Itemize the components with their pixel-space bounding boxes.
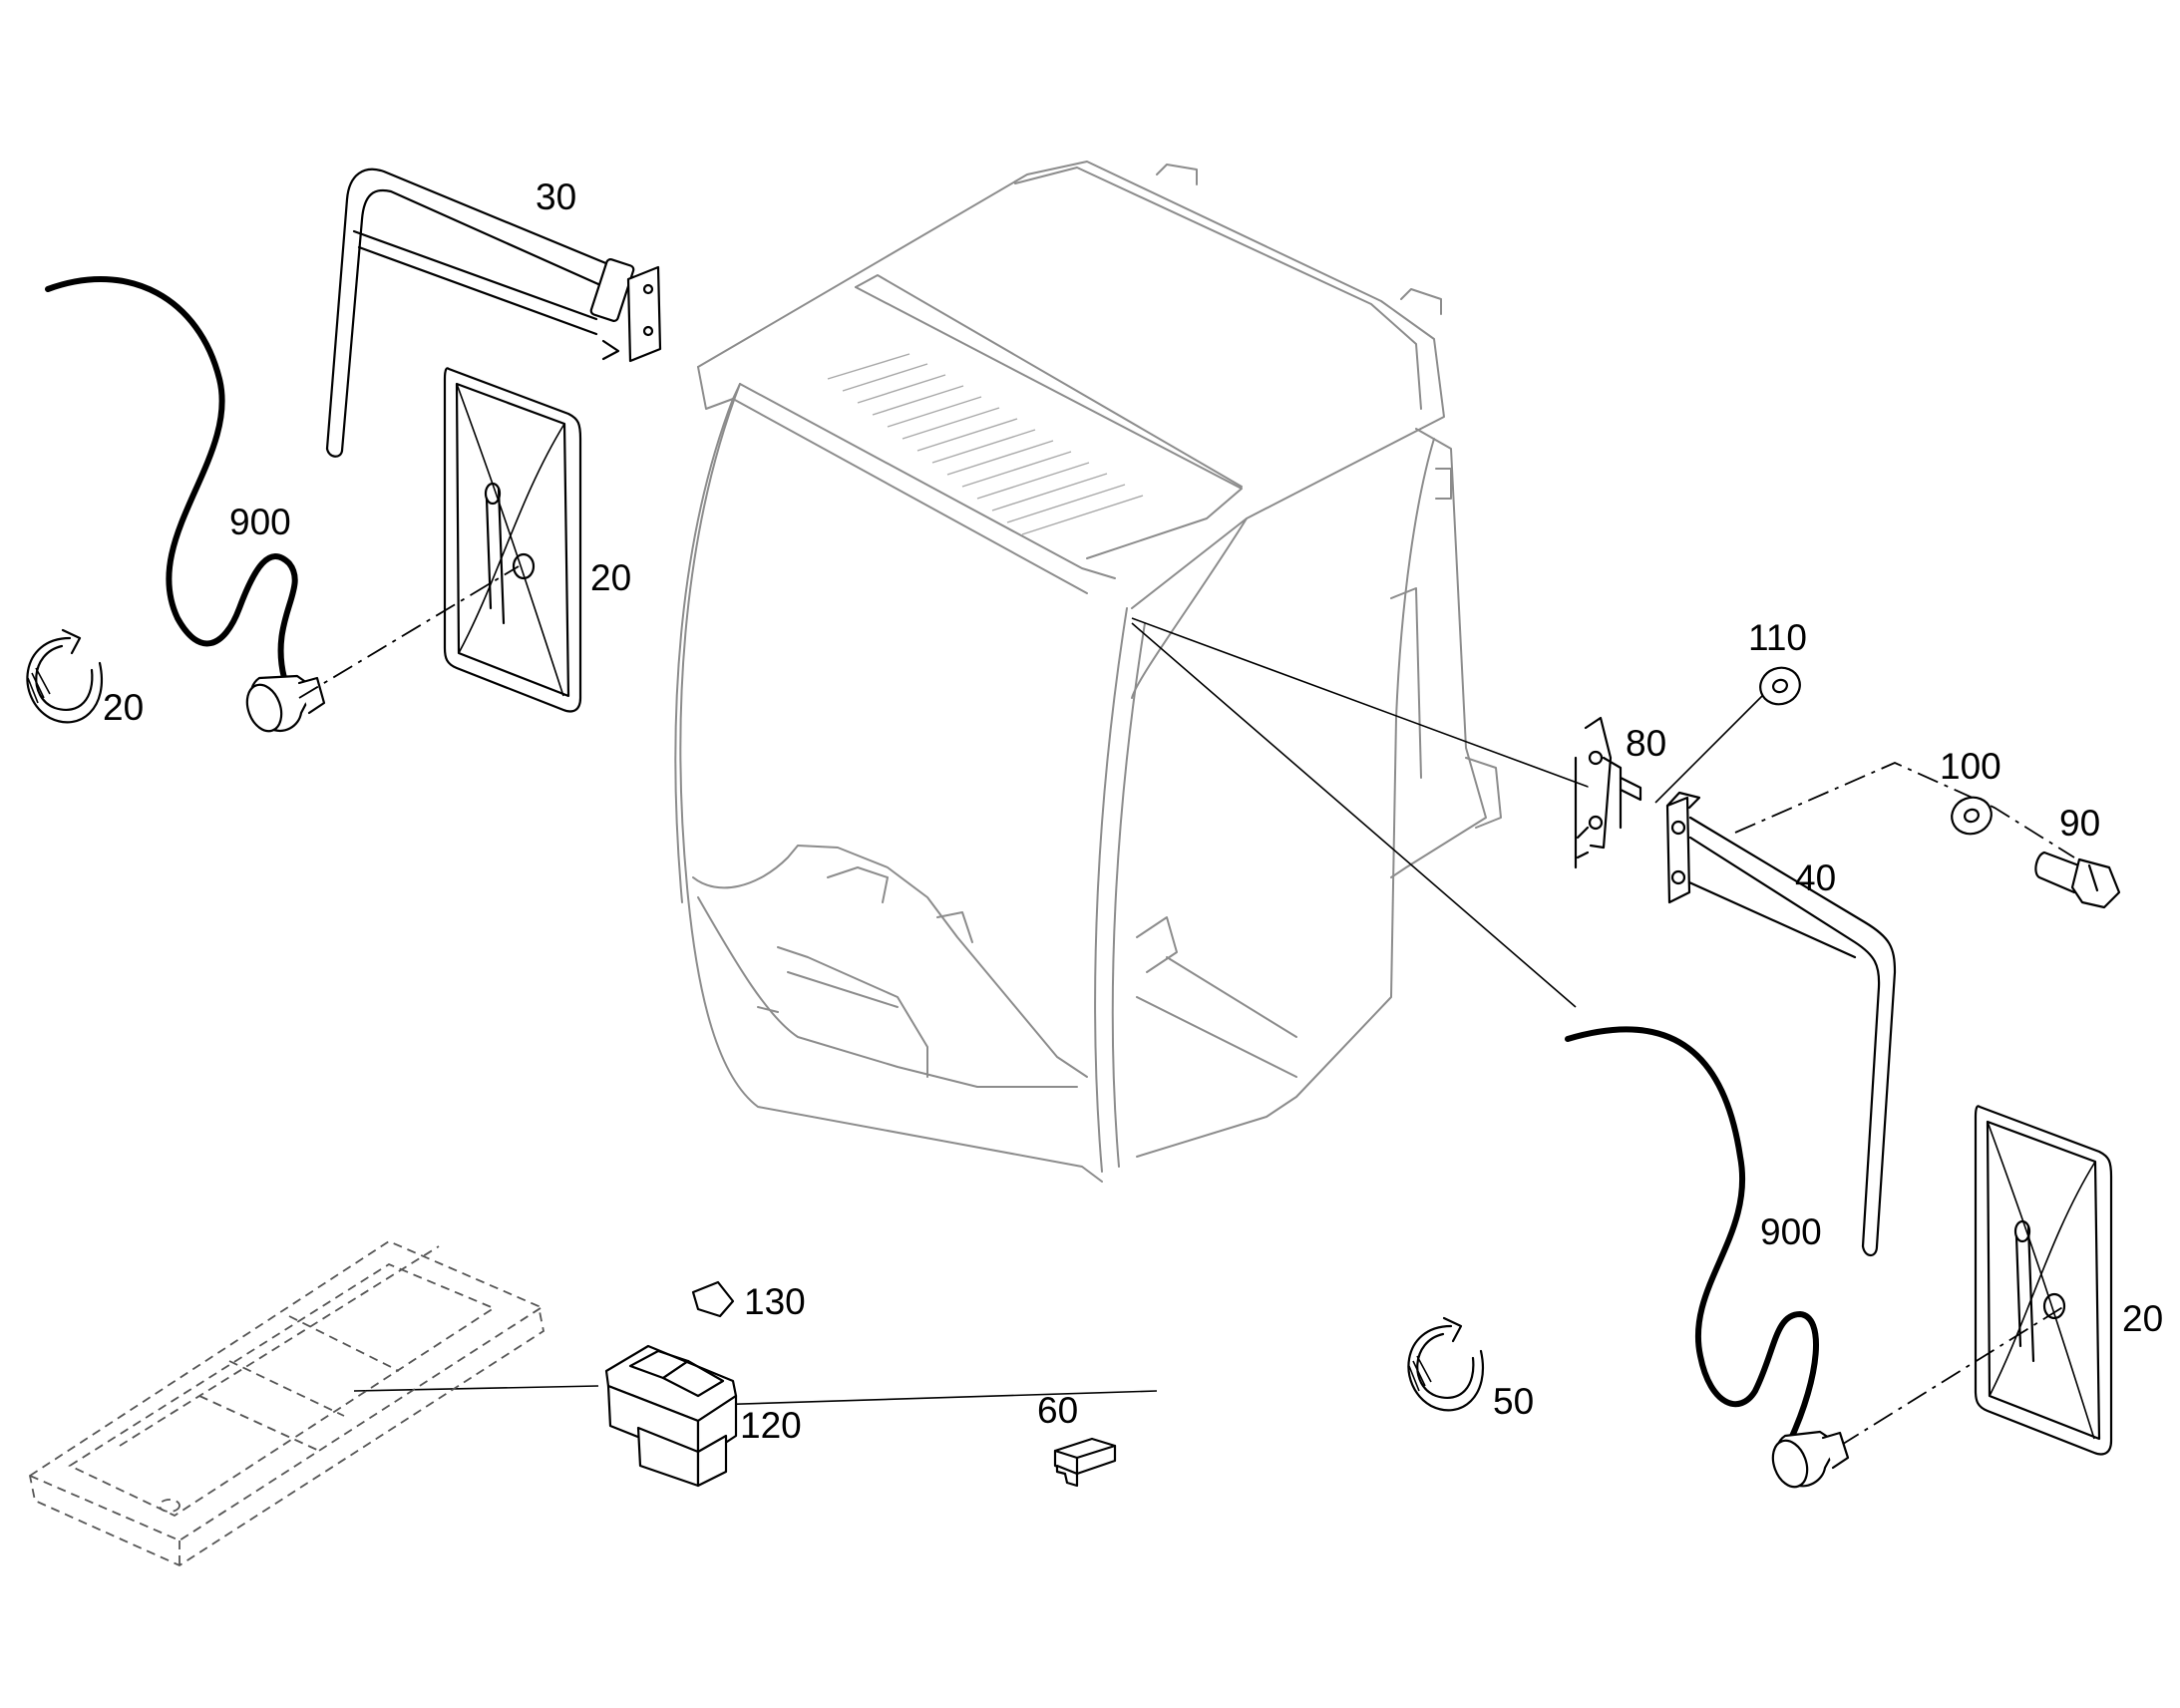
callout-110: 110 bbox=[1748, 617, 1807, 658]
callout-90: 90 bbox=[2059, 803, 2100, 844]
callout-100: 100 bbox=[1940, 746, 2001, 787]
washer-100 bbox=[1951, 796, 1993, 836]
clip-60 bbox=[1053, 1437, 1117, 1488]
callout-20-clamp-left: 20 bbox=[103, 687, 144, 728]
cable-left bbox=[45, 276, 326, 733]
hinge-bracket bbox=[1574, 716, 1642, 869]
callout-120: 120 bbox=[740, 1405, 802, 1446]
callout-labels: 30 900 20 20 110 80 100 90 40 900 20 130… bbox=[103, 176, 2163, 1446]
hose-clamp-left bbox=[26, 628, 103, 724]
rocker-switch-120 bbox=[604, 1344, 738, 1488]
mirror-left bbox=[443, 367, 582, 713]
callout-80: 80 bbox=[1626, 723, 1666, 764]
callout-130: 130 bbox=[744, 1281, 806, 1322]
mirror-arm-left bbox=[325, 168, 662, 458]
bolt-90 bbox=[2034, 851, 2121, 909]
callout-60: 60 bbox=[1037, 1390, 1078, 1431]
callout-30: 30 bbox=[536, 176, 576, 217]
mirror-right bbox=[1974, 1105, 2113, 1456]
leader-lines bbox=[298, 565, 2075, 1447]
washer-110 bbox=[1759, 666, 1801, 706]
callout-40: 40 bbox=[1795, 857, 1836, 898]
cab-frame bbox=[674, 161, 1502, 1183]
cable-right bbox=[1565, 1026, 1850, 1489]
mirror-arm-right bbox=[1665, 791, 1897, 1257]
hose-clamp-50 bbox=[1407, 1316, 1484, 1412]
dashed-panel bbox=[28, 1239, 545, 1567]
callout-900-left: 900 bbox=[229, 502, 291, 542]
callout-900-right: 900 bbox=[1760, 1211, 1822, 1252]
switch-cap-130 bbox=[691, 1280, 735, 1318]
callout-50: 50 bbox=[1493, 1381, 1534, 1422]
callout-20-mirror-right: 20 bbox=[2122, 1298, 2163, 1339]
callout-20-mirror-left: 20 bbox=[590, 557, 631, 598]
